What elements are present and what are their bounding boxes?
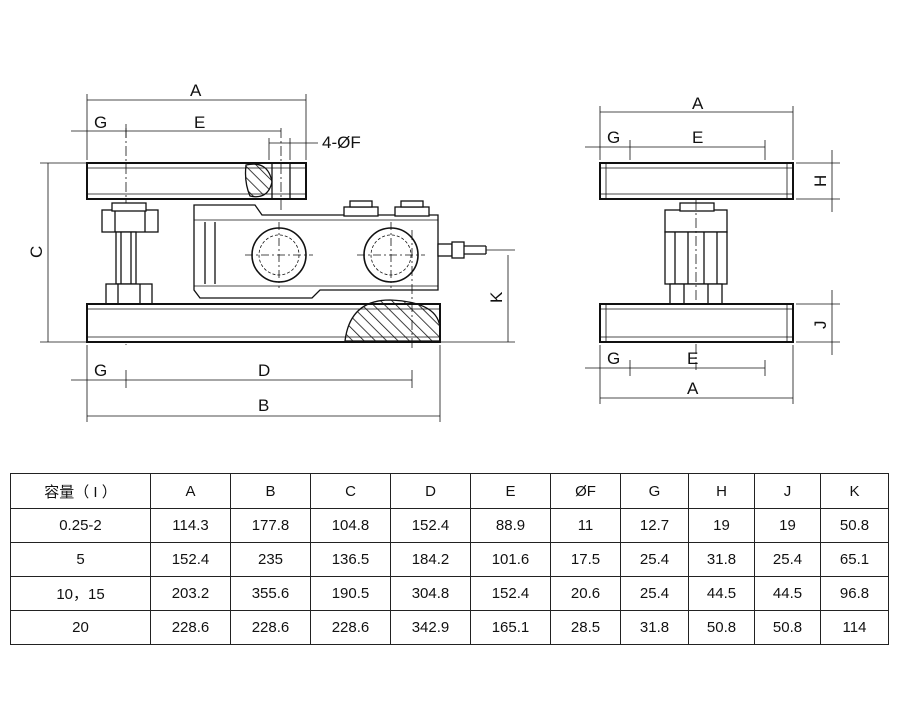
table-row: 5 152.4 235 136.5 184.2 101.6 17.5 25.4 … <box>10 542 889 577</box>
front-left-stud <box>115 231 137 285</box>
header-H: H <box>688 473 755 509</box>
header-B: B <box>230 473 311 509</box>
table-cell: 342.9 <box>390 610 471 645</box>
table-cell: 17.5 <box>550 542 621 577</box>
table-cell: 104.8 <box>310 508 391 543</box>
header-capacity: 容量（ I ） <box>10 473 151 509</box>
table-cell: 114.3 <box>150 508 231 543</box>
table-cell: 28.5 <box>550 610 621 645</box>
table-cell: 44.5 <box>688 576 755 611</box>
front-view <box>40 94 515 422</box>
dim-label-C: C <box>27 246 46 258</box>
dim-label-E: E <box>194 113 205 132</box>
table-cell: 5 <box>10 542 151 577</box>
table-row: 20 228.6 228.6 228.6 342.9 165.1 28.5 31… <box>10 610 889 645</box>
table-cell: 177.8 <box>230 508 311 543</box>
dim-label-B: B <box>258 396 269 415</box>
front-left-base-nut <box>105 283 153 305</box>
table-cell: 304.8 <box>390 576 471 611</box>
front-cable-gland <box>437 243 453 257</box>
side-dim-label-G-top: G <box>607 128 620 147</box>
table-cell: 228.6 <box>150 610 231 645</box>
table-cell: 152.4 <box>150 542 231 577</box>
side-dim-label-A-top: A <box>692 94 704 113</box>
table-row: 0.25-2 114.3 177.8 104.8 152.4 88.9 11 1… <box>10 508 889 543</box>
table-cell: 355.6 <box>230 576 311 611</box>
table-cell: 228.6 <box>310 610 391 645</box>
dim-label-hole: 4-ØF <box>322 133 361 152</box>
table-cell: 203.2 <box>150 576 231 611</box>
front-base-hatch <box>344 299 441 342</box>
dim-label-G-bottom: G <box>94 361 107 380</box>
table-cell: 114 <box>820 610 889 645</box>
side-dim-label-J: J <box>811 321 830 330</box>
table-cell: 19 <box>754 508 821 543</box>
header-E: E <box>470 473 551 509</box>
front-bolt-head-2 <box>394 206 430 217</box>
table-cell: 31.8 <box>620 610 689 645</box>
spec-table: 容量（ I ） A B C D E ØF G H J K 0.25-2 114.… <box>10 473 889 645</box>
table-cell: 190.5 <box>310 576 391 611</box>
table-cell: 10，15 <box>10 576 151 611</box>
header-K: K <box>820 473 889 509</box>
front-left-nut <box>101 209 159 233</box>
table-cell: 11 <box>550 508 621 543</box>
dim-label-A: A <box>190 81 202 100</box>
side-dim-label-A-bottom: A <box>687 379 699 398</box>
table-cell: 88.9 <box>470 508 551 543</box>
table-cell: 12.7 <box>620 508 689 543</box>
mount-drawing: A G E 4-ØF C K G D B <box>27 81 840 422</box>
table-cell: 152.4 <box>470 576 551 611</box>
front-bolt-head-1 <box>343 206 379 217</box>
side-view <box>585 106 840 404</box>
table-cell: 0.25-2 <box>10 508 151 543</box>
header-F: ØF <box>550 473 621 509</box>
header-G: G <box>620 473 689 509</box>
side-dim-label-G-bottom: G <box>607 349 620 368</box>
table-cell: 65.1 <box>820 542 889 577</box>
table-row: 10，15 203.2 355.6 190.5 304.8 152.4 20.6… <box>10 576 889 611</box>
side-base-plate <box>599 303 794 343</box>
header-J: J <box>754 473 821 509</box>
table-cell: 25.4 <box>620 542 689 577</box>
table-header-row: 容量（ I ） A B C D E ØF G H J K <box>10 473 889 509</box>
side-top-plate <box>599 162 794 200</box>
table-cell: 152.4 <box>390 508 471 543</box>
table-cell: 44.5 <box>754 576 821 611</box>
header-A: A <box>150 473 231 509</box>
table-cell: 50.8 <box>820 508 889 543</box>
spec-table-wrap: 容量（ I ） A B C D E ØF G H J K 0.25-2 114.… <box>10 473 889 645</box>
dim-label-K: K <box>487 291 506 303</box>
table-cell: 25.4 <box>754 542 821 577</box>
table-cell: 25.4 <box>620 576 689 611</box>
table-cell: 165.1 <box>470 610 551 645</box>
dim-label-D: D <box>258 361 270 380</box>
table-cell: 101.6 <box>470 542 551 577</box>
header-D: D <box>390 473 471 509</box>
header-C: C <box>310 473 391 509</box>
table-cell: 235 <box>230 542 311 577</box>
table-cell: 31.8 <box>688 542 755 577</box>
front-top-hatch <box>244 163 273 198</box>
table-cell: 19 <box>688 508 755 543</box>
table-cell: 50.8 <box>754 610 821 645</box>
table-cell: 50.8 <box>688 610 755 645</box>
table-cell: 96.8 <box>820 576 889 611</box>
side-dim-label-E-top: E <box>692 128 703 147</box>
table-cell: 20.6 <box>550 576 621 611</box>
table-cell: 20 <box>10 610 151 645</box>
dim-label-G: G <box>94 113 107 132</box>
side-dim-label-H: H <box>811 175 830 187</box>
table-cell: 136.5 <box>310 542 391 577</box>
table-cell: 228.6 <box>230 610 311 645</box>
table-cell: 184.2 <box>390 542 471 577</box>
side-dim-label-E-bottom: E <box>687 349 698 368</box>
